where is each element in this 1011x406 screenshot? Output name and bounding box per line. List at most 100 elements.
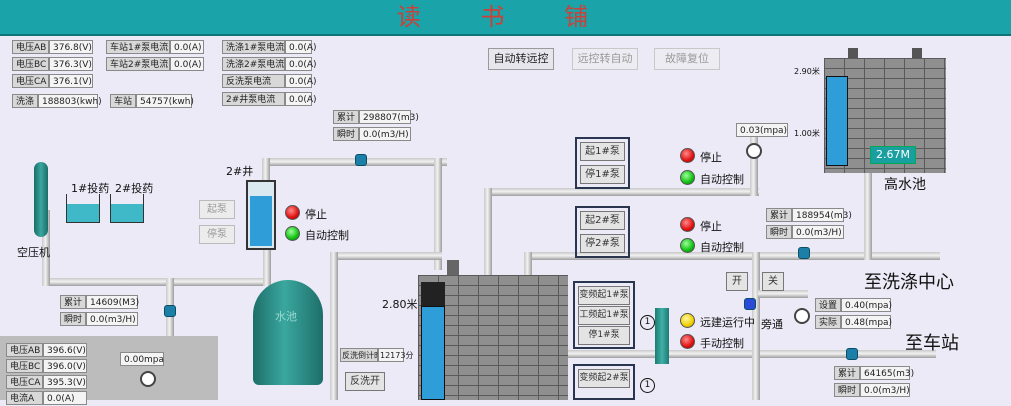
pump2-auto-status: 自动控制 [700, 241, 744, 254]
wash-flowmeter-valve-icon [798, 247, 810, 259]
pipe [758, 290, 808, 298]
label-voltage-ca: 电压CA [12, 74, 49, 88]
label-wash-pump1-current: 洗涤1#泵电流 [222, 40, 285, 54]
label-b-current-a: 电流A [6, 391, 43, 405]
top-pressure-value: 0.03(mpa) [736, 123, 788, 137]
well-stop-button[interactable]: 停泵 [199, 225, 235, 244]
pipe [262, 158, 447, 166]
value-wash-pump2-current: 0.0(A) [285, 57, 317, 71]
high-tank-reading: 2.67M [876, 148, 910, 161]
dosing-1-label: 1#投药 [71, 182, 110, 195]
pf-start-pump1-button[interactable]: 工频起1#泵 [578, 306, 630, 325]
pump2-stop-status: 停止 [700, 220, 722, 233]
value-wash-energy: 188803(kwh) [38, 94, 102, 108]
vfd-circle-1: 1 [640, 315, 655, 330]
pump1-stop-status: 停止 [700, 151, 722, 164]
pipe [524, 252, 774, 260]
label-station-pump2-current: 车站2#泵电流 [106, 57, 170, 71]
label-backwash-pump-current: 反洗泵电流 [222, 74, 285, 88]
label-station-pump1-current: 车站1#泵电流 [106, 40, 170, 54]
label-left-flow-total: 累计 [60, 295, 86, 309]
bypass-close-button[interactable]: 关 [762, 272, 784, 291]
auto-to-remote-button[interactable]: 自动转远控 [488, 48, 554, 70]
title-bar [0, 0, 1011, 36]
pipe [752, 252, 760, 400]
backwash-timer-value: 12173分 [378, 348, 413, 362]
label-voltage-bc: 电压BC [12, 57, 49, 71]
mid-tank-level: 2.80米 [382, 298, 418, 311]
well-auto-status: 自动控制 [305, 229, 349, 242]
value-voltage-ca: 376.1(V) [49, 74, 93, 88]
value-left-flow-inst: 0.0(m3/H) [86, 312, 138, 326]
value-backwash-pump-current: 0.0(A) [285, 74, 317, 88]
value-b-current-a: 0.0(A) [43, 391, 87, 405]
high-tank-cap-right [912, 48, 922, 60]
pump1-start-button[interactable]: 起1#泵 [580, 142, 625, 161]
value-well-flow-total: 298807(m3) [359, 110, 419, 124]
pump2-stop-button[interactable]: 停2#泵 [580, 234, 625, 253]
flowmeter-valve-icon [355, 154, 367, 166]
high-tank-name: 高水池 [884, 177, 926, 193]
remote-to-auto-button[interactable]: 远控转自动 [572, 48, 638, 70]
compressor-label: 空压机 [17, 246, 50, 259]
vfd-manual-status: 手动控制 [700, 337, 744, 350]
well-water [250, 196, 272, 246]
dest-station: 至车站 [905, 333, 959, 354]
vfd-start-pump2-button[interactable]: 变频起2#泵 [578, 369, 630, 388]
well-stop-status: 停止 [305, 208, 327, 221]
label-voltage-ab: 电压AB [12, 40, 49, 54]
pump2-auto-light-icon [680, 238, 695, 253]
value-b-pressure: 0.00mpa [120, 352, 164, 366]
pipe [566, 350, 936, 358]
pipe [434, 158, 442, 270]
pipe [330, 252, 442, 260]
value-wash-flow-inst: 0.0(m3/H) [792, 225, 844, 239]
compressor-tank [34, 162, 48, 237]
value-well-flow-inst: 0.0(m3/H) [359, 127, 411, 141]
backwash-open-button[interactable]: 反洗开 [345, 372, 385, 391]
pump1-stop-button[interactable]: 停1#泵 [580, 165, 625, 184]
pump1-stop-light-icon [680, 148, 695, 163]
vfd-manual-light-icon [680, 334, 695, 349]
pipe [484, 188, 759, 196]
dosing-1-tank [66, 194, 100, 223]
station-pressure-gauge-icon [794, 308, 810, 324]
high-tank-cap-left [848, 48, 858, 60]
pipe [484, 188, 492, 278]
vfd-remote-status: 远建运行中 [700, 316, 755, 329]
pipe [750, 130, 758, 196]
vfd-stop-pump1-button[interactable]: 停1#泵 [578, 326, 630, 345]
label-wash-energy: 洗涤 [12, 94, 38, 108]
pump1-auto-light-icon [680, 170, 695, 185]
fault-reset-button[interactable]: 故障复位 [654, 48, 720, 70]
pump2-start-button[interactable]: 起2#泵 [580, 211, 625, 230]
label-wash-pump2-current: 洗涤2#泵电流 [222, 57, 285, 71]
vfd-pump-body [655, 308, 669, 364]
pipe [42, 278, 270, 286]
vfd-start-pump1-button[interactable]: 变频起1#泵 [578, 286, 630, 305]
well-stop-light-icon [285, 205, 300, 220]
bypass-open-button[interactable]: 开 [726, 272, 748, 291]
value-voltage-bc: 376.3(V) [49, 57, 93, 71]
high-tank-water [826, 76, 848, 166]
pump2-stop-light-icon [680, 217, 695, 232]
label-station-flow-inst: 瞬时 [834, 383, 860, 397]
well-start-button[interactable]: 起泵 [199, 200, 235, 219]
pipe [42, 210, 50, 286]
value-station-energy: 54757(kwh) [136, 94, 194, 108]
value-well2-pump-current: 0.0(A) [285, 92, 317, 106]
value-station-pump1-current: 0.0(A) [170, 40, 204, 54]
top-pressure-gauge-icon [746, 143, 762, 159]
label-station-set: 设置 [815, 298, 841, 312]
page-title: 读 书 铺 [396, 3, 615, 31]
label-b-voltage-bc: 电压BC [6, 359, 43, 373]
bypass-label: 旁通 [761, 318, 783, 331]
value-wash-flow-total: 188954(m3) [792, 208, 852, 222]
pipe [330, 252, 338, 400]
mid-tank-gauge [421, 282, 445, 306]
value-wash-pump1-current: 0.0(A) [285, 40, 317, 54]
value-station-set: 0.40(mpa) [841, 298, 892, 312]
pipe [263, 240, 271, 286]
value-b-voltage-ca: 395.3(V) [43, 375, 87, 389]
station-flowmeter-valve-icon [846, 348, 858, 360]
